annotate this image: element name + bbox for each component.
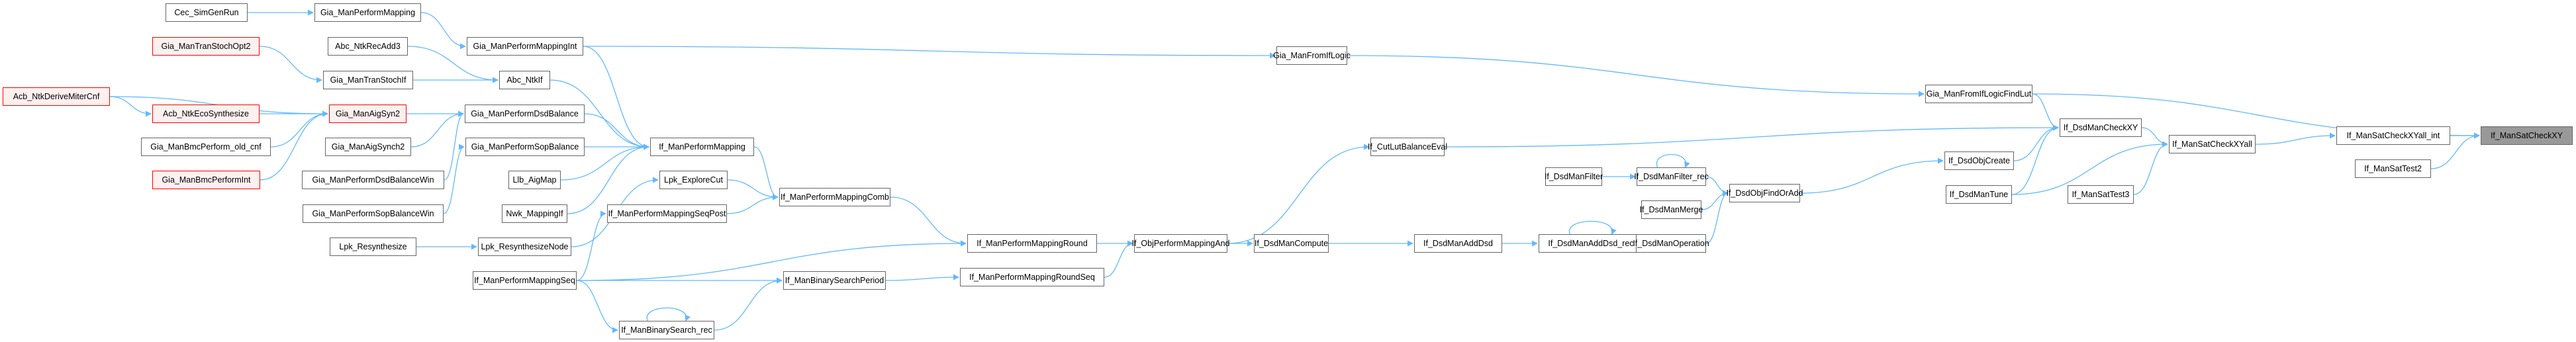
node-if-mansatcheckxyall-int[interactable]: If_ManSatCheckXYall_int [2336,126,2450,145]
node-if-dsdobjfindoradd[interactable]: If_DsdObjFindOrAdd [1726,184,1803,202]
call-edge [407,46,499,83]
node-abc-ntkif[interactable]: Abc_NtkIf [499,71,550,89]
call-edge [2032,93,2059,131]
call-edge [1705,176,1729,196]
node-if-dsdmanfilter[interactable]: If_DsdManFilter [1545,167,1603,186]
node-if-mansattest3[interactable]: If_ManSatTest3 [2068,185,2134,204]
node-lpk-resynthesizenode[interactable]: Lpk_ResynthesizeNode [478,237,571,256]
call-edge [1347,55,1925,97]
node-gia-manfromiflogic[interactable]: Gia_ManFromIfLogic [1273,46,1351,65]
call-edge [576,240,967,281]
call-edge [576,210,606,281]
node-llb-aigmap[interactable]: Llb_AigMap [508,171,561,189]
node-acb-ntkderivemitercnf[interactable]: Acb_NtkDeriveMiterCnf [3,87,110,106]
node-if-dsdmanadddsd[interactable]: If_DsdManAddDsd [1414,234,1502,253]
call-edge [2255,132,2336,145]
node-if-dsdmanadddsd-rec[interactable]: If_DsdManAddDsd_rec [1539,234,1643,253]
call-edge [567,144,649,214]
call-edge [1799,157,1944,194]
node-if-manperformmappingroundseq[interactable]: If_ManPerformMappingRoundSeq [960,268,1104,286]
node-if-manperformmapping[interactable]: If_ManPerformMapping [650,138,754,156]
node-if-mansatcheckxyall[interactable]: If_ManSatCheckXYall [2169,135,2256,153]
self-loop-edge [1569,220,1617,235]
call-edge [2013,124,2059,161]
node-if-dsdmanfilter-rec[interactable]: If_DsdManFilter_rec [1634,167,1709,186]
call-edge [443,144,465,214]
self-loop-edge [1656,154,1690,168]
node-gia-manperformdsdbalance[interactable]: Gia_ManPerformDsdBalance [465,105,585,123]
call-edge [1705,190,1729,244]
call-edge [560,144,649,181]
node-gia-manfromiflogicfindlut[interactable]: Gia_ManFromIfLogicFindLut [1925,85,2032,103]
call-edge [2141,127,2168,148]
node-if-manperformmappingseq[interactable]: If_ManPerformMappingSeq [473,271,577,290]
node-if-manperformmappingseqpost[interactable]: If_ManPerformMappingSeqPost [607,204,727,223]
node-if-mansattest2[interactable]: If_ManSatTest2 [2355,159,2431,178]
call-edge [2430,132,2480,169]
call-edge [576,280,618,333]
node-if-dsdmanmerge[interactable]: If_DsdManMerge [1640,200,1703,219]
call-edge [714,277,783,331]
call-edge [1227,144,1370,244]
node-gia-manperformsopbalancewin[interactable]: Gia_ManPerformSopBalanceWin [303,204,444,223]
call-edge [259,46,322,83]
node-gia-manbmcperform-old-cnf[interactable]: Gia_ManBmcPerform_old_cnf [141,138,271,156]
node-if-dsdmanoperation[interactable]: If_DsdManOperation [1633,234,1709,253]
call-edge [1104,240,1133,278]
node-gia-manperformmapping[interactable]: Gia_ManPerformMapping [314,3,421,22]
call-edge [2011,124,2059,195]
node-if-manbinarysearch-rec[interactable]: If_ManBinarySearch_rec [619,321,714,339]
call-edge [410,110,464,148]
call-edge [753,146,779,200]
call-edge [420,12,466,50]
call-edge [2011,141,2168,195]
node-cec-simgenrun[interactable]: Cec_SimGenRun [166,3,248,22]
node-if-manperformmappinground[interactable]: If_ManPerformMappingRound [967,234,1097,253]
node-if-dsdmancheckxy[interactable]: If_DsdManCheckXY [2060,118,2142,137]
node-if-manbinarysearchperiod[interactable]: If_ManBinarySearchPeriod [783,271,886,290]
call-edge [270,110,328,148]
node-if-dsdmantune[interactable]: If_DsdManTune [1946,185,2012,204]
node-gia-manaigsyn2[interactable]: Gia_ManAigSyn2 [329,105,406,123]
call-edge [584,113,649,150]
node-gia-manaigsynch2[interactable]: Gia_ManAigSynch2 [325,138,411,156]
node-abc-ntkrecadd3[interactable]: Abc_NtkRecAdd3 [328,37,408,56]
self-loop-edge [646,307,691,321]
call-edge [727,179,779,200]
node-lpk-resynthesize[interactable]: Lpk_Resynthesize [330,237,416,256]
call-edge [109,96,152,117]
call-edge [444,110,464,181]
node-if-manperformmappingcomb[interactable]: If_ManPerformMappingComb [779,188,890,206]
node-gia-manbmcperformint[interactable]: Gia_ManBmcPerformInt [152,171,260,189]
call-edge [1444,124,2059,148]
node-if-cutlutbalanceeval[interactable]: If_CutLutBalanceEval [1368,138,1447,156]
node-gia-manperformdsdbalancewin[interactable]: Gia_ManPerformDsdBalanceWin [302,171,444,189]
call-edge [583,46,1276,59]
node-nwk-mappingif[interactable]: Nwk_MappingIf [502,204,567,223]
node-lpk-explorecut[interactable]: Lpk_ExploreCut [659,171,728,189]
call-edge [890,196,967,247]
node-gia-mantranstochopt2[interactable]: Gia_ManTranStochOpt2 [152,37,260,56]
call-edge [583,46,649,150]
node-if-objperformmappingand[interactable]: If_ObjPerformMappingAnd [1132,234,1230,253]
node-if-mansatcheckxy[interactable]: If_ManSatCheckXY [2481,126,2573,145]
call-edge [260,110,328,181]
node-gia-manperformsopbalance[interactable]: Gia_ManPerformSopBalance [465,138,585,156]
node-if-dsdobjcreate[interactable]: If_DsdObjCreate [1944,151,2014,170]
node-gia-manperformmappingint[interactable]: Gia_ManPerformMappingInt [467,37,583,56]
call-edge [549,79,649,150]
node-gia-mantranstochif[interactable]: Gia_ManTranStochIf [323,71,413,89]
call-edge [2133,141,2168,195]
call-edge [885,274,959,281]
node-if-dsdmancompute[interactable]: If_DsdManCompute [1254,234,1329,253]
call-edge [726,194,779,214]
node-acb-ntkecosynthesize[interactable]: Acb_NtkEcoSynthesize [152,105,260,123]
